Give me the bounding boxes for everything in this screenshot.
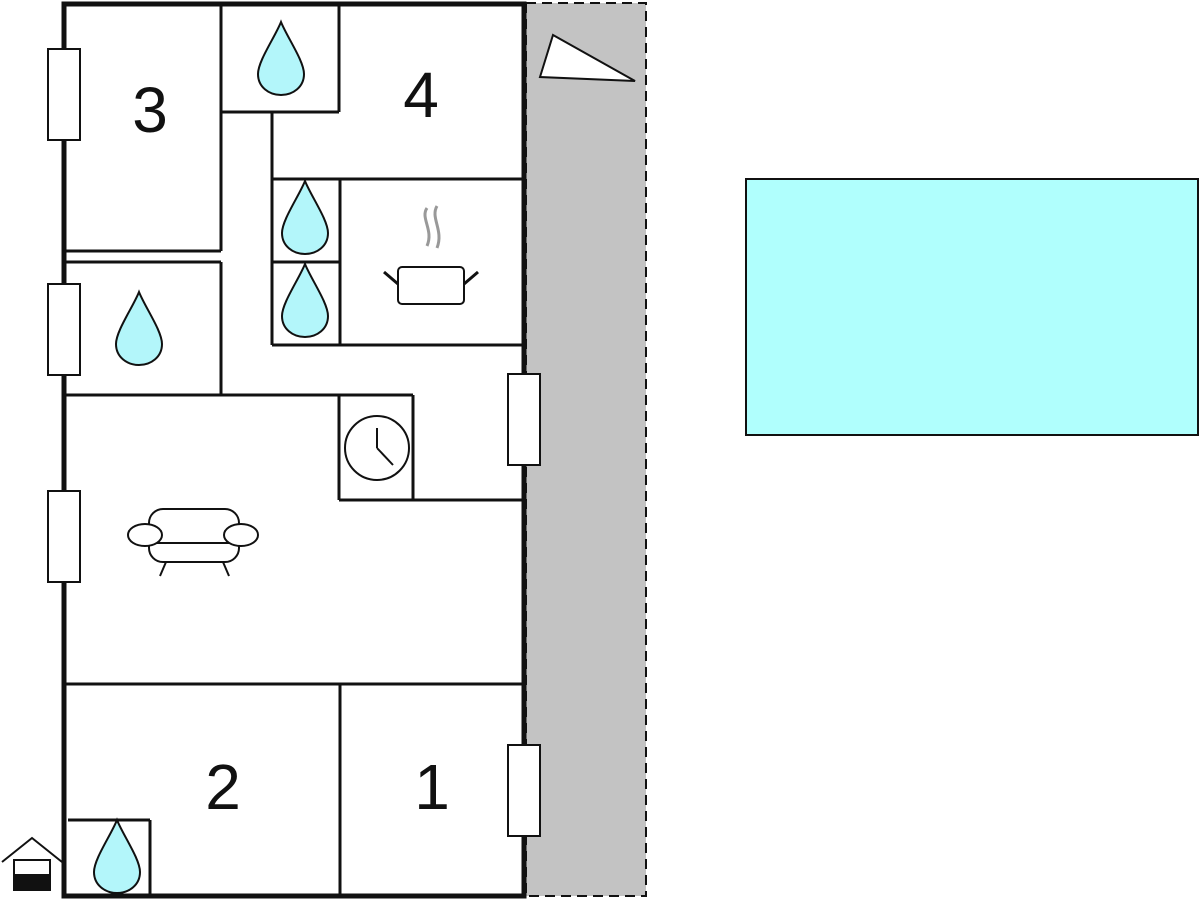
pool: [745, 178, 1199, 436]
room-label-3: 3: [132, 74, 168, 146]
room-label-1: 1: [414, 751, 450, 823]
window: [47, 490, 81, 583]
windows: [47, 48, 541, 837]
cooking-pot-icon: [383, 205, 479, 305]
water-drop-icon: [281, 263, 329, 338]
water-drop-icon: [93, 819, 141, 894]
water-drop-icon: [257, 21, 305, 96]
room-label-2: 2: [205, 751, 241, 823]
sofa-icon: [127, 508, 259, 577]
window: [507, 373, 541, 466]
window: [47, 283, 81, 376]
house-icon: [1, 836, 63, 891]
clock-icon: [344, 415, 410, 481]
window: [507, 744, 541, 837]
room-label-4: 4: [403, 59, 439, 131]
window: [47, 48, 81, 141]
water-drop-icon: [281, 180, 329, 255]
interior-walls: [66, 4, 522, 894]
water-drop-icon: [115, 291, 163, 366]
sun-triangle-icon: [538, 33, 636, 82]
terrace: [525, 2, 647, 897]
